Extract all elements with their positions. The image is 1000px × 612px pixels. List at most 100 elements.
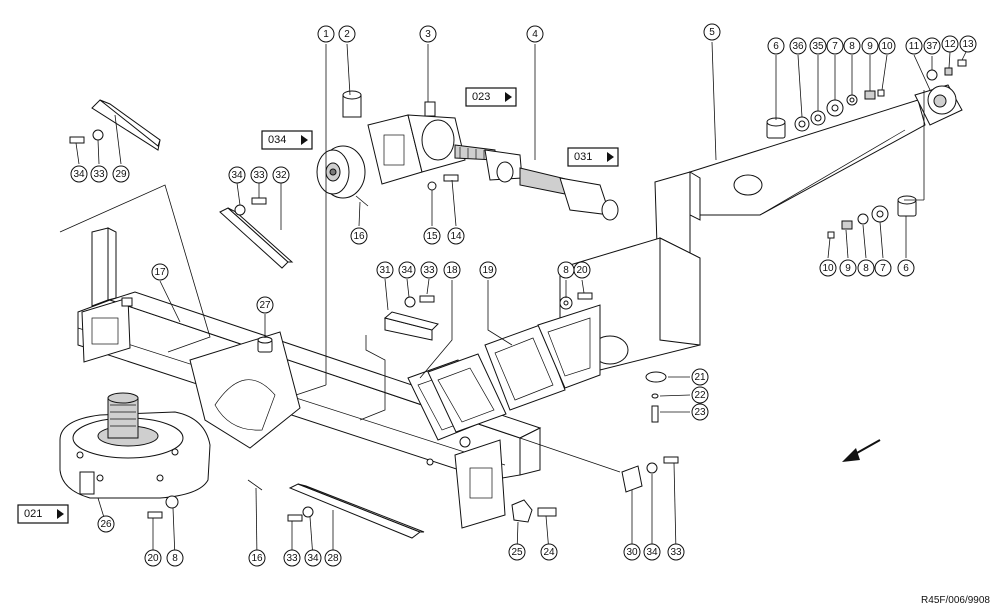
- callout-circle: [250, 166, 268, 184]
- callout-circle: [526, 25, 544, 43]
- washer-7-top: [826, 99, 844, 117]
- callout-c32: 32: [272, 166, 290, 184]
- grease-nipple-10-bottom: [827, 231, 835, 239]
- callout-circle: [166, 549, 184, 567]
- bolt-23: [651, 405, 659, 423]
- callout-c7b: 7: [874, 259, 892, 277]
- callout-number: 17: [154, 267, 166, 278]
- callout-c26: 26: [97, 515, 115, 533]
- reference-label-031: 031: [574, 151, 592, 163]
- callout-c6a: 6: [767, 37, 785, 55]
- callout-circle: [283, 549, 301, 567]
- washer-22: [651, 393, 659, 399]
- callout-circle: [324, 549, 342, 567]
- callout-number: 11: [909, 41, 920, 52]
- callout-c34d: 34: [304, 549, 322, 567]
- callout-number: 7: [880, 263, 886, 274]
- callout-circle: [419, 25, 437, 43]
- nut-12: [944, 67, 953, 76]
- gearbox: [59, 392, 211, 499]
- callout-circle: [897, 259, 915, 277]
- callout-c23: 23: [691, 403, 709, 421]
- callout-circle: [508, 543, 526, 561]
- callout-c2: 2: [338, 25, 356, 43]
- pin-16-bottom: [247, 479, 263, 491]
- nut-9-bottom: [841, 220, 853, 230]
- callout-number: 16: [353, 231, 365, 242]
- washer-37: [926, 69, 938, 81]
- angle-gearbox: [367, 101, 496, 185]
- callout-number: 20: [147, 553, 159, 564]
- callout-c18: 18: [443, 261, 461, 279]
- callout-number: 5: [709, 27, 715, 38]
- callout-circle: [479, 261, 497, 279]
- bushing: [342, 90, 362, 118]
- callout-c6b: 6: [897, 259, 915, 277]
- callout-c9b: 9: [839, 259, 857, 277]
- callout-circle: [151, 263, 169, 281]
- callout-c10b: 10: [819, 259, 837, 277]
- callout-number: 23: [694, 407, 706, 418]
- washer-34-right: [646, 462, 658, 474]
- reference-label-021: 021: [24, 508, 42, 520]
- callout-circle: [839, 259, 857, 277]
- callout-number: 37: [926, 41, 938, 52]
- callout-number: 8: [849, 41, 855, 52]
- callout-circle: [70, 165, 88, 183]
- bracket-29: [91, 99, 161, 151]
- callout-circle: [423, 227, 441, 245]
- callout-c7a: 7: [826, 37, 844, 55]
- callout-circle: [317, 25, 335, 43]
- leader-lines: [59, 41, 967, 559]
- callout-c13: 13: [959, 35, 977, 53]
- callout-number: 28: [327, 553, 339, 564]
- callout-number: 6: [773, 41, 779, 52]
- callout-c30: 30: [623, 543, 641, 561]
- callout-c8d: 8: [166, 549, 184, 567]
- callout-number: 36: [792, 41, 804, 52]
- callout-circle: [304, 549, 322, 567]
- callout-c31: 31: [376, 261, 394, 279]
- washer-8-mid: [559, 296, 573, 310]
- pin-16-top: [355, 195, 369, 207]
- callout-number: 6: [903, 263, 909, 274]
- callout-c4: 4: [526, 25, 544, 43]
- callout-number: 8: [563, 265, 569, 276]
- callout-circle: [905, 37, 923, 55]
- callout-number: 9: [867, 41, 873, 52]
- callout-number: 16: [251, 553, 263, 564]
- callout-c34a: 34: [70, 165, 88, 183]
- callout-number: 2: [344, 29, 350, 40]
- callout-circle: [338, 25, 356, 43]
- callout-circle: [861, 37, 879, 55]
- callout-c29: 29: [112, 165, 130, 183]
- callout-circle: [667, 543, 685, 561]
- callout-number: 4: [532, 29, 538, 40]
- callout-c3: 3: [419, 25, 437, 43]
- callout-circle: [843, 37, 861, 55]
- callout-number: 26: [100, 519, 112, 530]
- callout-circle: [789, 37, 807, 55]
- bolt-24: [537, 507, 557, 517]
- bush-6-bottom: [897, 195, 917, 217]
- callout-c22: 22: [691, 386, 709, 404]
- bush-6-top: [766, 117, 786, 139]
- callout-c24: 24: [540, 543, 558, 561]
- callout-circle: [256, 296, 274, 314]
- callout-number: 25: [511, 547, 523, 558]
- callout-c9a: 9: [861, 37, 879, 55]
- bolt-34-33-top: [69, 129, 104, 144]
- callout-number: 29: [115, 169, 127, 180]
- reference-box-034: 034: [261, 130, 313, 150]
- callout-c33d: 33: [283, 549, 301, 567]
- callout-c8b: 8: [557, 261, 575, 279]
- callout-c34b: 34: [228, 166, 246, 184]
- callout-number: 32: [275, 170, 287, 181]
- callout-number: 33: [93, 169, 105, 180]
- callout-circle: [376, 261, 394, 279]
- callout-circle: [144, 549, 162, 567]
- callout-number: 19: [482, 265, 494, 276]
- drive-shaft: [484, 149, 619, 221]
- callout-number: 12: [944, 39, 956, 50]
